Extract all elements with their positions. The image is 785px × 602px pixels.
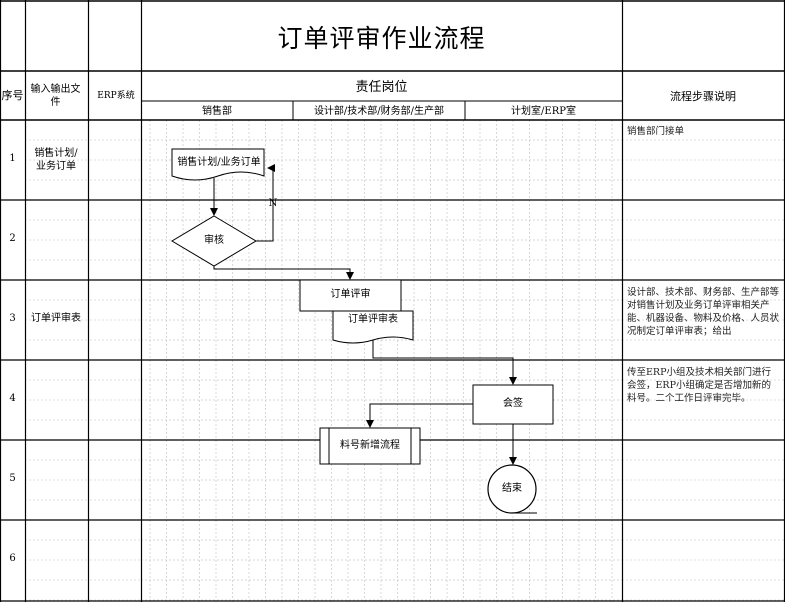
row-number: 1 (9, 152, 16, 164)
step-note-row3: 设计部、技术部、财务部、生产部等对销售计划及业务订单评审相关产能、机器设备、物料… (627, 287, 780, 337)
header-io: 输入输出文件 (30, 84, 81, 108)
connector-form-to-countersign (372, 340, 517, 385)
page-title: 订单评审作业流程 (277, 24, 486, 53)
io-doc-row1: 销售计划/业务订单 (34, 148, 78, 172)
row-number: 2 (9, 232, 16, 244)
connector-countersign-to-newpart (366, 403, 473, 428)
new-part-subprocess-shape (319, 427, 421, 465)
header-steps: 流程步骤说明 (670, 89, 736, 103)
connector-review-to-order (213, 266, 354, 280)
doc-sales-plan-shape (171, 148, 265, 181)
header-dept-design: 设计部/技术部/财务部/生产部 (313, 105, 445, 117)
connector-review-no-loop (256, 164, 275, 242)
header-dept-plan: 计划室/ERP室 (511, 105, 576, 117)
node-review-form-label: 订单评审表 (348, 314, 398, 325)
header-responsibility: 责任岗位 (355, 79, 408, 95)
countersign-process-shape (472, 384, 554, 425)
order-review-process-shape (299, 279, 402, 312)
node-new-part-label: 料号新增流程 (340, 440, 400, 451)
node-review-label: 审核 (204, 235, 224, 246)
header-seq: 序号 (1, 89, 24, 102)
node-end-label: 结束 (502, 483, 522, 494)
row-number: 5 (9, 472, 16, 484)
row-number: 6 (9, 552, 16, 564)
step-note-row4: 传至ERP小组及技术相关部门进行会签，ERP小组确定是否增加新的料号。二个工作日… (627, 367, 771, 404)
header-dept-sales: 销售部 (202, 105, 232, 117)
node-order-review-label: 订单评审 (330, 289, 371, 300)
row-number: 3 (9, 312, 16, 324)
step-note-row1: 销售部门接单 (627, 126, 685, 137)
row-number: 4 (9, 392, 16, 404)
branch-no-label: N (268, 198, 278, 209)
header-erp: ERP系统 (97, 90, 135, 101)
review-form-doc-shape (332, 310, 414, 344)
node-doc-sales-plan-label: 销售计划/业务订单 (177, 157, 261, 168)
io-doc-row3: 订单评审表 (31, 312, 81, 324)
node-countersign-label: 会签 (503, 398, 523, 409)
